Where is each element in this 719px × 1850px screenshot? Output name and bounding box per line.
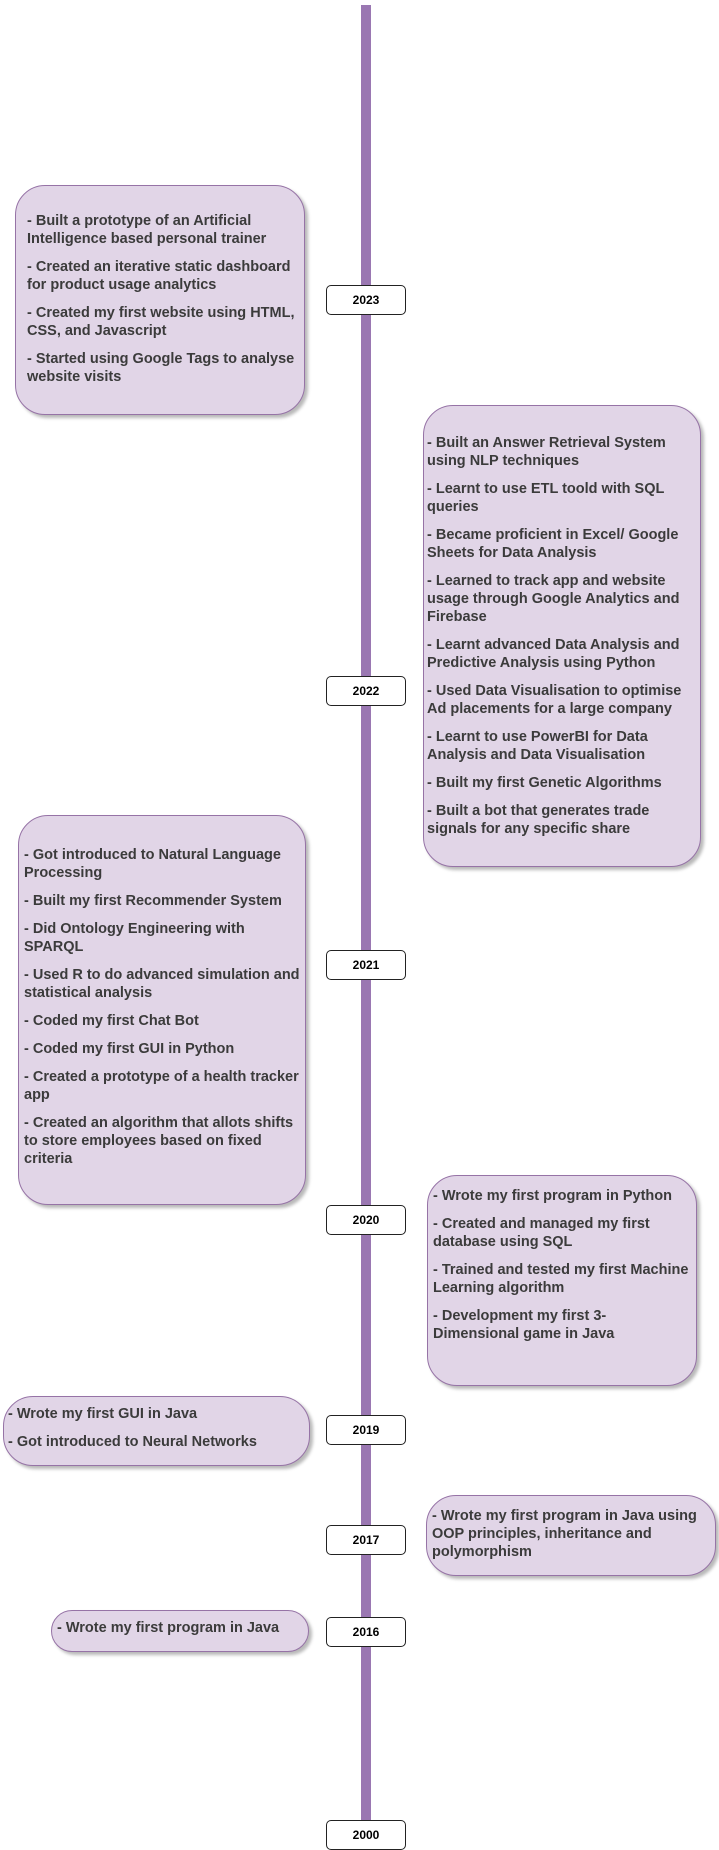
milestone-item: - Used Data Visualisation to optimise Ad… xyxy=(427,683,682,717)
year-label-2000: 2000 xyxy=(326,1820,406,1850)
milestone-card-2016: - Wrote my first program in Java xyxy=(51,1610,309,1652)
milestone-item: - Learnt to use ETL toold with SQL queri… xyxy=(427,481,665,515)
year-label-2020: 2020 xyxy=(326,1205,406,1235)
milestone-item: - Built an Answer Retrieval System using… xyxy=(427,435,666,469)
milestone-item: - Learnt advanced Data Analysis and Pred… xyxy=(427,637,680,671)
year-label-2021: 2021 xyxy=(326,950,406,980)
year-label-2016: 2016 xyxy=(326,1617,406,1647)
milestone-item: - Created my first website using HTML, C… xyxy=(27,305,295,339)
milestone-item: - Wrote my first program in Java using O… xyxy=(432,1508,697,1560)
milestone-item: - Development my first 3-Dimensional gam… xyxy=(433,1308,615,1342)
milestone-card-2019: - Wrote my first GUI in Java - Got introd… xyxy=(3,1396,310,1466)
milestone-card-2023: - Built a prototype of an Artificial Int… xyxy=(15,185,305,415)
milestone-item: - Wrote my first program in Java xyxy=(57,1620,280,1636)
milestone-item: - Wrote my first program in Python xyxy=(433,1188,673,1204)
timeline-axis xyxy=(361,5,371,1825)
milestone-item: - Learnt to use PowerBI for Data Analysi… xyxy=(427,729,648,763)
year-label-2019: 2019 xyxy=(326,1415,406,1445)
milestone-item: - Created an algorithm that allots shift… xyxy=(24,1115,294,1167)
milestone-card-2021: - Got introduced to Natural Language Pro… xyxy=(18,815,306,1205)
milestone-item: - Did Ontology Engineering with SPARQL xyxy=(24,921,245,955)
milestone-item: - Built a bot that generates trade signa… xyxy=(427,803,650,837)
milestone-item: - Trained and tested my first Machine Le… xyxy=(433,1262,689,1296)
milestone-item: - Used R to do advanced simulation and s… xyxy=(24,967,300,1001)
milestone-card-2022: - Built an Answer Retrieval System using… xyxy=(423,405,701,867)
milestone-item: - Created and managed my first database … xyxy=(433,1216,650,1250)
year-label-2023: 2023 xyxy=(326,285,406,315)
milestone-item: - Built my first Genetic Algorithms xyxy=(427,775,662,791)
milestone-item: - Started using Google Tags to analyse w… xyxy=(27,351,295,385)
milestone-item: - Built my first Recommender System xyxy=(24,893,282,909)
milestone-item: - Created a prototype of a health tracke… xyxy=(24,1069,299,1103)
milestone-item: - Learned to track app and website usage… xyxy=(427,573,680,625)
milestone-item: - Became proficient in Excel/ Google She… xyxy=(427,527,679,561)
milestone-card-2020: - Wrote my first program in Python - Crea… xyxy=(427,1175,697,1386)
milestone-item: - Got introduced to Neural Networks xyxy=(8,1434,257,1450)
milestone-item: - Coded my first GUI in Python xyxy=(24,1041,235,1057)
milestone-card-2017: - Wrote my first program in Java using O… xyxy=(426,1495,716,1576)
milestone-item: - Got introduced to Natural Language Pro… xyxy=(24,847,281,881)
milestone-item: - Created an iterative static dashboard … xyxy=(27,259,291,293)
milestone-item: - Wrote my first GUI in Java xyxy=(8,1406,198,1422)
year-label-2022: 2022 xyxy=(326,676,406,706)
milestone-item: - Coded my first Chat Bot xyxy=(24,1013,199,1029)
year-label-2017: 2017 xyxy=(326,1525,406,1555)
milestone-item: - Built a prototype of an Artificial Int… xyxy=(27,213,267,247)
